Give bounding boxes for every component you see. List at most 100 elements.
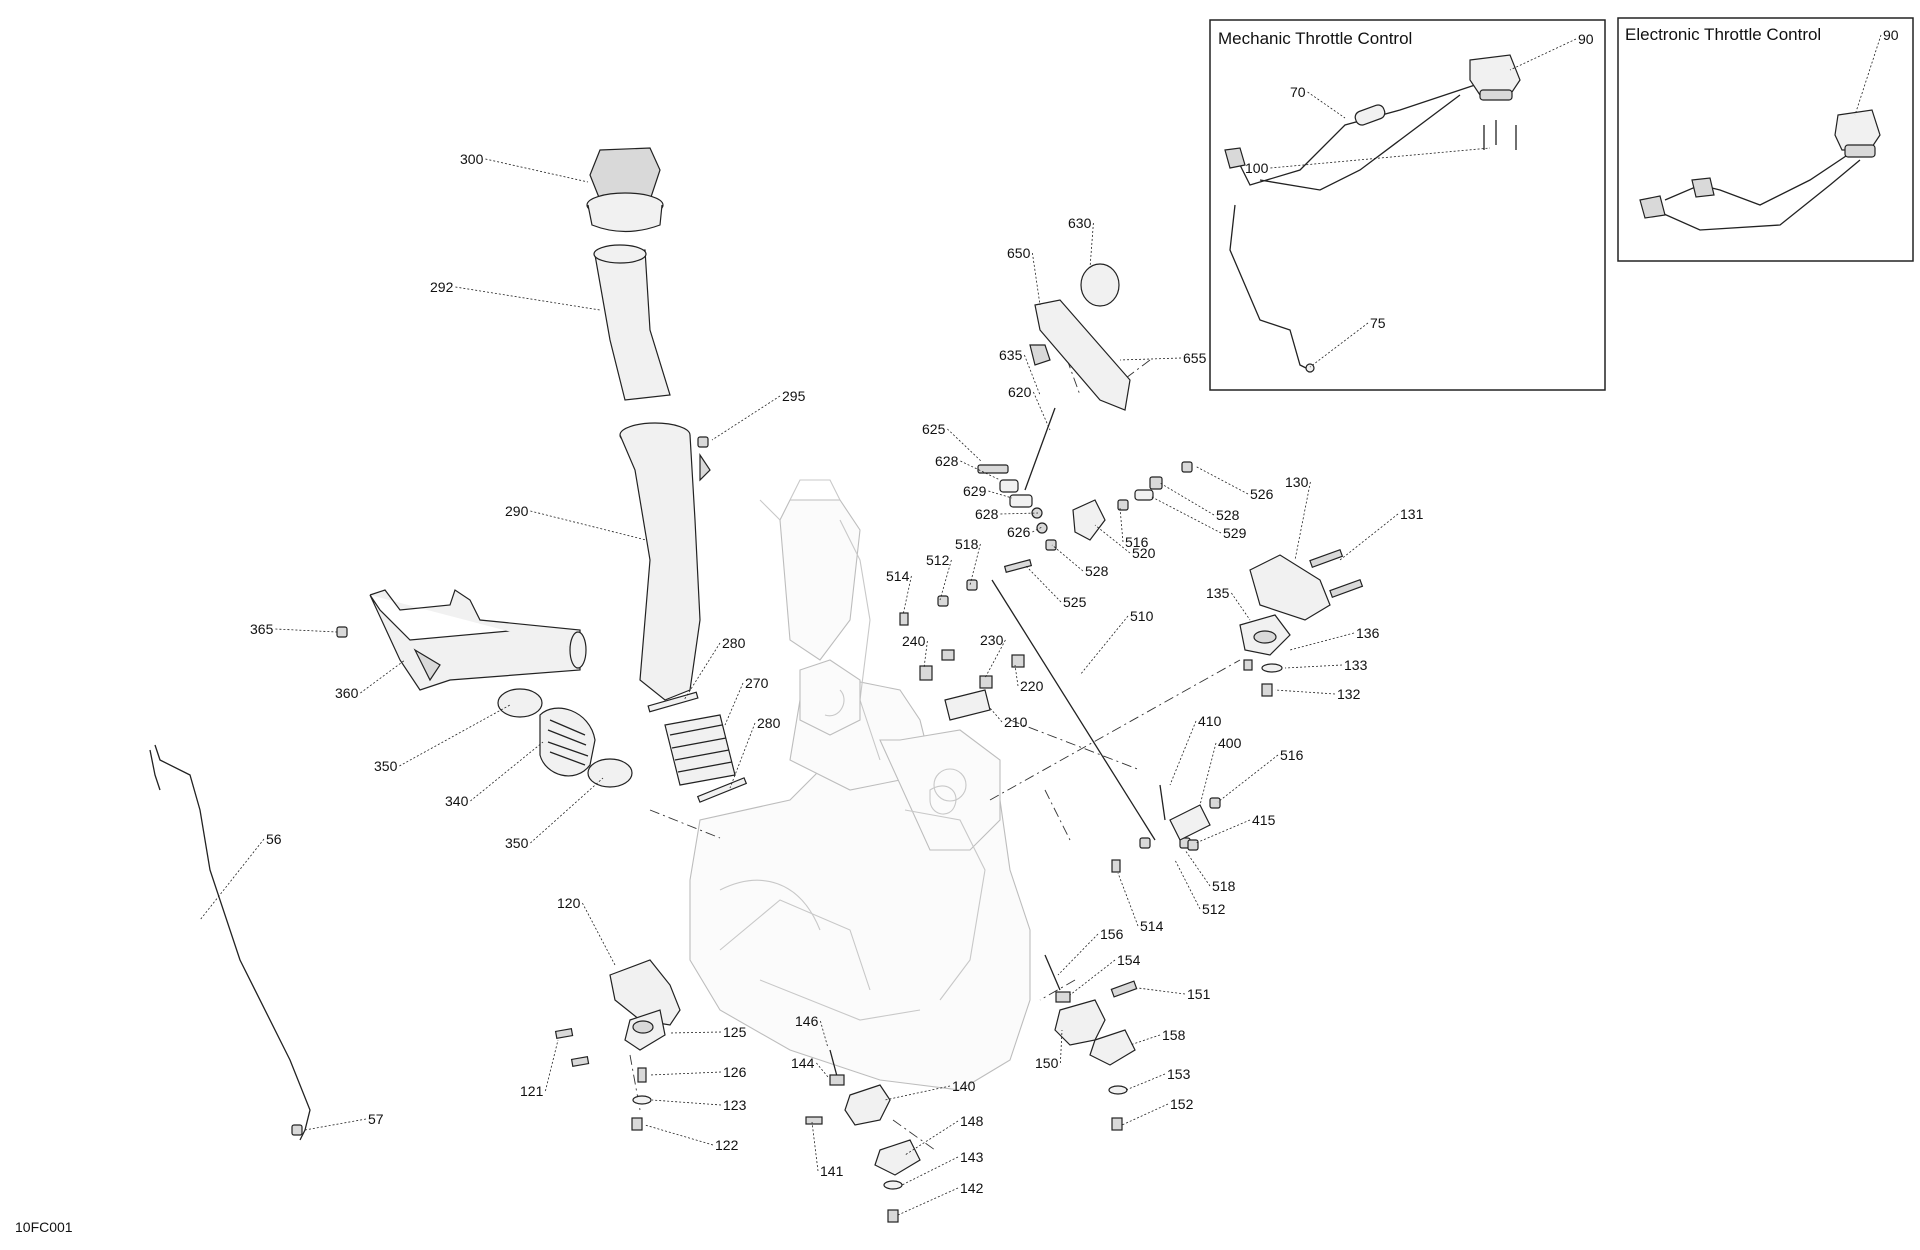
callout-150: 150 [1035, 1029, 1063, 1071]
callout-126: 126 [649, 1064, 747, 1080]
leader-line [683, 642, 721, 701]
leader-line [545, 1039, 559, 1092]
leader-line [902, 575, 912, 616]
part-number-label: 131 [1400, 506, 1424, 522]
part-number-label: 156 [1100, 926, 1124, 942]
part-number-label: 140 [952, 1078, 976, 1094]
callout-514: 514 [1117, 872, 1164, 934]
leader-line [1509, 38, 1577, 71]
intake-boot [539, 707, 596, 777]
part-number-label: 350 [374, 758, 398, 774]
leader-line [816, 1062, 829, 1078]
part-number-label: 133 [1344, 657, 1368, 673]
callout-520: 520 [1094, 524, 1156, 561]
callout-130: 130 [1285, 474, 1311, 561]
callout-410: 410 [1169, 713, 1222, 786]
callout-365: 365 [250, 621, 338, 637]
leader-line [1309, 322, 1369, 368]
part-number-label: 529 [1223, 525, 1247, 541]
part-number-label: 210 [1004, 714, 1028, 730]
callout-210: 210 [989, 707, 1028, 730]
part-number-label: 126 [723, 1064, 747, 1080]
clamp-350-lower [587, 758, 633, 788]
part-number-label: 150 [1035, 1055, 1059, 1071]
part-number-label: 90 [1883, 27, 1899, 43]
callout-400: 400 [1199, 735, 1242, 806]
leader-line [1117, 872, 1139, 927]
part-number-label: 512 [926, 552, 950, 568]
part-number-label: 628 [975, 506, 999, 522]
callout-626: 626 [1007, 524, 1043, 540]
leader-line [1149, 495, 1222, 534]
callout-144: 144 [791, 1055, 829, 1078]
callout-142: 142 [897, 1180, 984, 1216]
leader-line [1079, 615, 1129, 676]
part-number-label: 75 [1370, 315, 1386, 331]
engine-mount-150 [1044, 954, 1138, 1131]
part-number-label: 120 [557, 895, 581, 911]
part-number-label: 350 [505, 835, 529, 851]
callout-350: 350 [374, 704, 511, 774]
callout-143: 143 [901, 1149, 984, 1186]
part-number-label: 360 [335, 685, 359, 701]
part-number-label: 280 [722, 635, 746, 651]
part-number-label: 144 [791, 1055, 815, 1071]
leader-line [1129, 1034, 1161, 1046]
rod-620 [1024, 407, 1056, 491]
part-number-label: 132 [1337, 686, 1361, 702]
lever-520 [1003, 461, 1193, 573]
callout-528: 528 [1159, 482, 1240, 523]
leader-line [1125, 1073, 1166, 1091]
part-number-label: 510 [1130, 608, 1154, 624]
leader-line [988, 490, 1013, 499]
leader-line [811, 1121, 819, 1172]
callout-158: 158 [1129, 1027, 1186, 1046]
callout-135: 135 [1206, 585, 1251, 621]
leader-line [1121, 1103, 1169, 1126]
bracket-210-240 [919, 649, 1025, 721]
gasket-280-lower [696, 777, 748, 803]
leader-line [1014, 664, 1019, 687]
part-number-label: 151 [1187, 986, 1211, 1002]
leader-line [989, 707, 1003, 723]
callout-629: 629 [963, 483, 1013, 499]
callout-529: 529 [1149, 495, 1247, 541]
part-number-label: 125 [723, 1024, 747, 1040]
leader-line [1169, 720, 1197, 786]
leader-line [360, 659, 406, 694]
shifter-plate-650 [1029, 299, 1131, 411]
callout-132: 132 [1274, 686, 1361, 702]
leader-line [485, 158, 589, 183]
leader-line [1032, 252, 1041, 306]
leader-line [530, 510, 647, 541]
leader-line [644, 1124, 714, 1146]
drawing-code: 10FC001 [15, 1219, 73, 1235]
leader-line [199, 838, 265, 921]
clamp-295 [697, 436, 709, 448]
leader-line [984, 639, 1006, 679]
callout-146: 146 [795, 1013, 829, 1049]
part-number-label: 625 [922, 421, 946, 437]
part-number-label: 290 [505, 503, 529, 519]
part-number-label: 626 [1007, 524, 1031, 540]
leader-line [649, 1071, 722, 1076]
part-number-label: 650 [1007, 245, 1031, 261]
callout-131: 131 [1339, 506, 1424, 561]
part-number-label: 123 [723, 1097, 747, 1113]
callout-628: 628 [975, 506, 1039, 522]
part-number-label: 516 [1125, 534, 1149, 550]
leader-line [1270, 147, 1491, 169]
callout-125: 125 [669, 1024, 747, 1040]
callout-295: 295 [711, 388, 806, 441]
reed-cage-270 [664, 714, 736, 786]
callout-516: 516 [1119, 507, 1149, 550]
callout-292: 292 [430, 279, 601, 311]
leader-line [1032, 526, 1043, 533]
leader-line [1194, 465, 1249, 495]
leader-line [1024, 564, 1062, 603]
fasteners-121 [554, 1027, 590, 1068]
part-number-label: 365 [250, 621, 274, 637]
intake-tube-upper [593, 244, 671, 401]
leader-line [1057, 933, 1099, 976]
